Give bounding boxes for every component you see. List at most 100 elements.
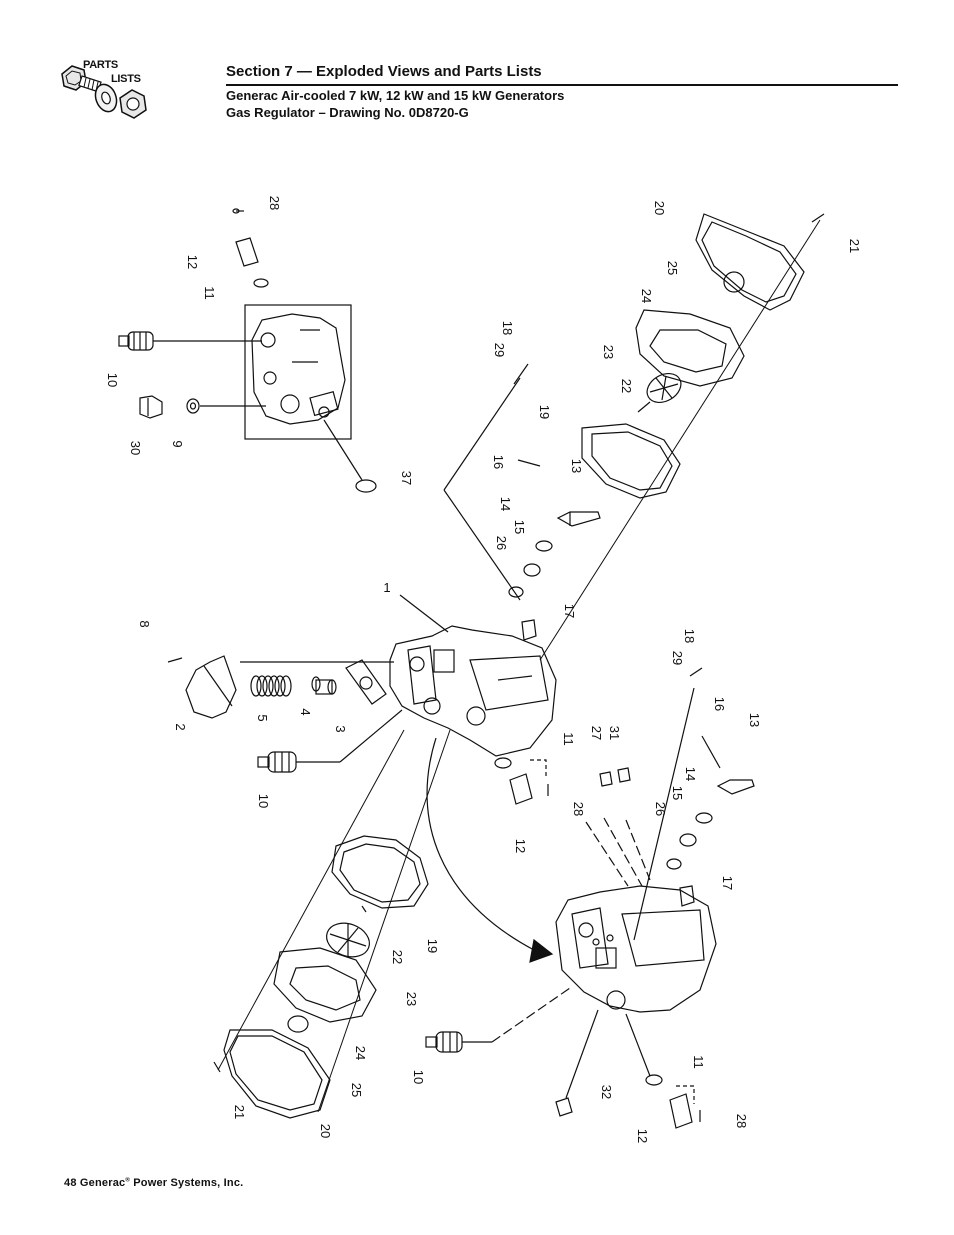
callout-18: 18 [500, 321, 515, 335]
gasket-19-upper [581, 423, 681, 499]
assembly-arrow [426, 737, 535, 951]
callout-28: 28 [734, 1114, 749, 1128]
callout-29: 29 [492, 343, 507, 357]
callout-24: 24 [353, 1046, 368, 1060]
fitting-10-inset [118, 331, 154, 351]
inset-detail-frame [244, 304, 352, 440]
plug-12 [235, 237, 259, 267]
o-ring-11 [253, 278, 269, 288]
callout-25: 25 [665, 261, 680, 275]
plug-32 [555, 1097, 573, 1117]
callout-11: 11 [691, 1055, 706, 1069]
callout-18: 18 [682, 629, 697, 643]
callout-26: 26 [494, 536, 509, 550]
screw-22-upper [637, 401, 651, 413]
callout-29: 29 [670, 651, 685, 665]
cover-20-upper [695, 213, 805, 311]
callout-22: 22 [390, 950, 405, 964]
callout-17: 17 [720, 876, 735, 890]
callout-21: 21 [232, 1105, 247, 1119]
parts-lists-logo: PARTS LISTS [58, 59, 158, 126]
callout-23: 23 [601, 345, 616, 359]
washer-15-lower [679, 833, 697, 847]
callout-15: 15 [512, 520, 527, 534]
callout-5: 5 [255, 714, 270, 721]
callout-28: 28 [571, 802, 586, 816]
screw-21-upper [811, 213, 825, 223]
cover-2 [185, 655, 237, 719]
fitting-31 [617, 767, 631, 783]
plug-12-main [509, 773, 533, 805]
stem-4 [311, 676, 337, 695]
callout-26: 26 [653, 802, 668, 816]
callout-19: 19 [425, 939, 440, 953]
fitting-10-lower [425, 1031, 463, 1053]
plug-12-lower [669, 1093, 693, 1129]
gasket-19-lower [331, 835, 429, 909]
callout-32: 32 [599, 1085, 614, 1099]
registered-mark: ® [125, 1177, 130, 1184]
disc-25-lower [287, 1015, 309, 1033]
callout-4: 4 [298, 708, 313, 715]
page-number: 48 [64, 1177, 77, 1189]
callout-12: 12 [185, 255, 200, 269]
inset-regulator-body [251, 313, 346, 425]
washer-15-upper [523, 563, 541, 577]
callout-10: 10 [256, 794, 271, 808]
drawing-linework [118, 208, 825, 1129]
callout-15: 15 [670, 786, 685, 800]
callout-31: 31 [607, 726, 622, 740]
callout-16: 16 [491, 455, 506, 469]
callout-2: 2 [173, 723, 188, 730]
lever-13-upper [556, 511, 601, 527]
arrow-head [529, 938, 554, 963]
section-title: Section 7 — Exploded Views and Parts Lis… [226, 63, 542, 80]
callout-1: 1 [383, 580, 390, 595]
screw-8 [167, 657, 183, 663]
plug-30 [139, 395, 163, 419]
gasket-3 [345, 659, 387, 705]
callout-27: 27 [589, 726, 604, 740]
callout-23: 23 [404, 992, 419, 1006]
callout-13: 13 [569, 459, 584, 473]
plate-23-lower [326, 922, 370, 958]
disc-25-upper [723, 271, 745, 293]
pin-16-lower [701, 735, 721, 769]
callout-3: 3 [333, 725, 348, 732]
header-rule [226, 84, 898, 86]
diaphragm-24-upper [635, 309, 745, 387]
fitting-10-main [257, 751, 297, 773]
callout-19: 19 [537, 405, 552, 419]
lever-13-lower [716, 779, 755, 795]
callout-21: 21 [847, 239, 862, 253]
callout-11: 11 [202, 286, 217, 300]
spring-5 [250, 675, 292, 697]
callout-10: 10 [105, 373, 120, 387]
callout-30: 30 [128, 441, 143, 455]
callout-12: 12 [513, 839, 528, 853]
screw-22-lower [361, 905, 367, 913]
o-ring-11-lower [645, 1074, 663, 1086]
plate-23-upper [646, 372, 682, 404]
logo-parts-text: PARTS [83, 59, 118, 71]
cover-20-lower [223, 1029, 331, 1119]
callout-16: 16 [712, 697, 727, 711]
diaphragm-24-lower [273, 947, 377, 1023]
regulator-housing-2 [555, 885, 717, 1013]
nut-bolt-washer-icon [61, 65, 147, 119]
drawing-title: Gas Regulator – Drawing No. 0D8720-G [226, 105, 469, 120]
callout-13: 13 [747, 713, 762, 727]
callout-14: 14 [498, 497, 513, 511]
leader-1 [399, 594, 449, 633]
callout-25: 25 [349, 1083, 364, 1097]
filter-37 [355, 479, 377, 493]
pin-16-upper [517, 459, 541, 467]
fitting-27 [599, 771, 613, 787]
washer-14-upper [535, 540, 553, 552]
o-ring-11-main [494, 757, 512, 769]
callout-20: 20 [318, 1124, 333, 1138]
spring-17-upper [521, 619, 537, 641]
callout-10: 10 [411, 1070, 426, 1084]
callout-8: 8 [137, 620, 152, 627]
